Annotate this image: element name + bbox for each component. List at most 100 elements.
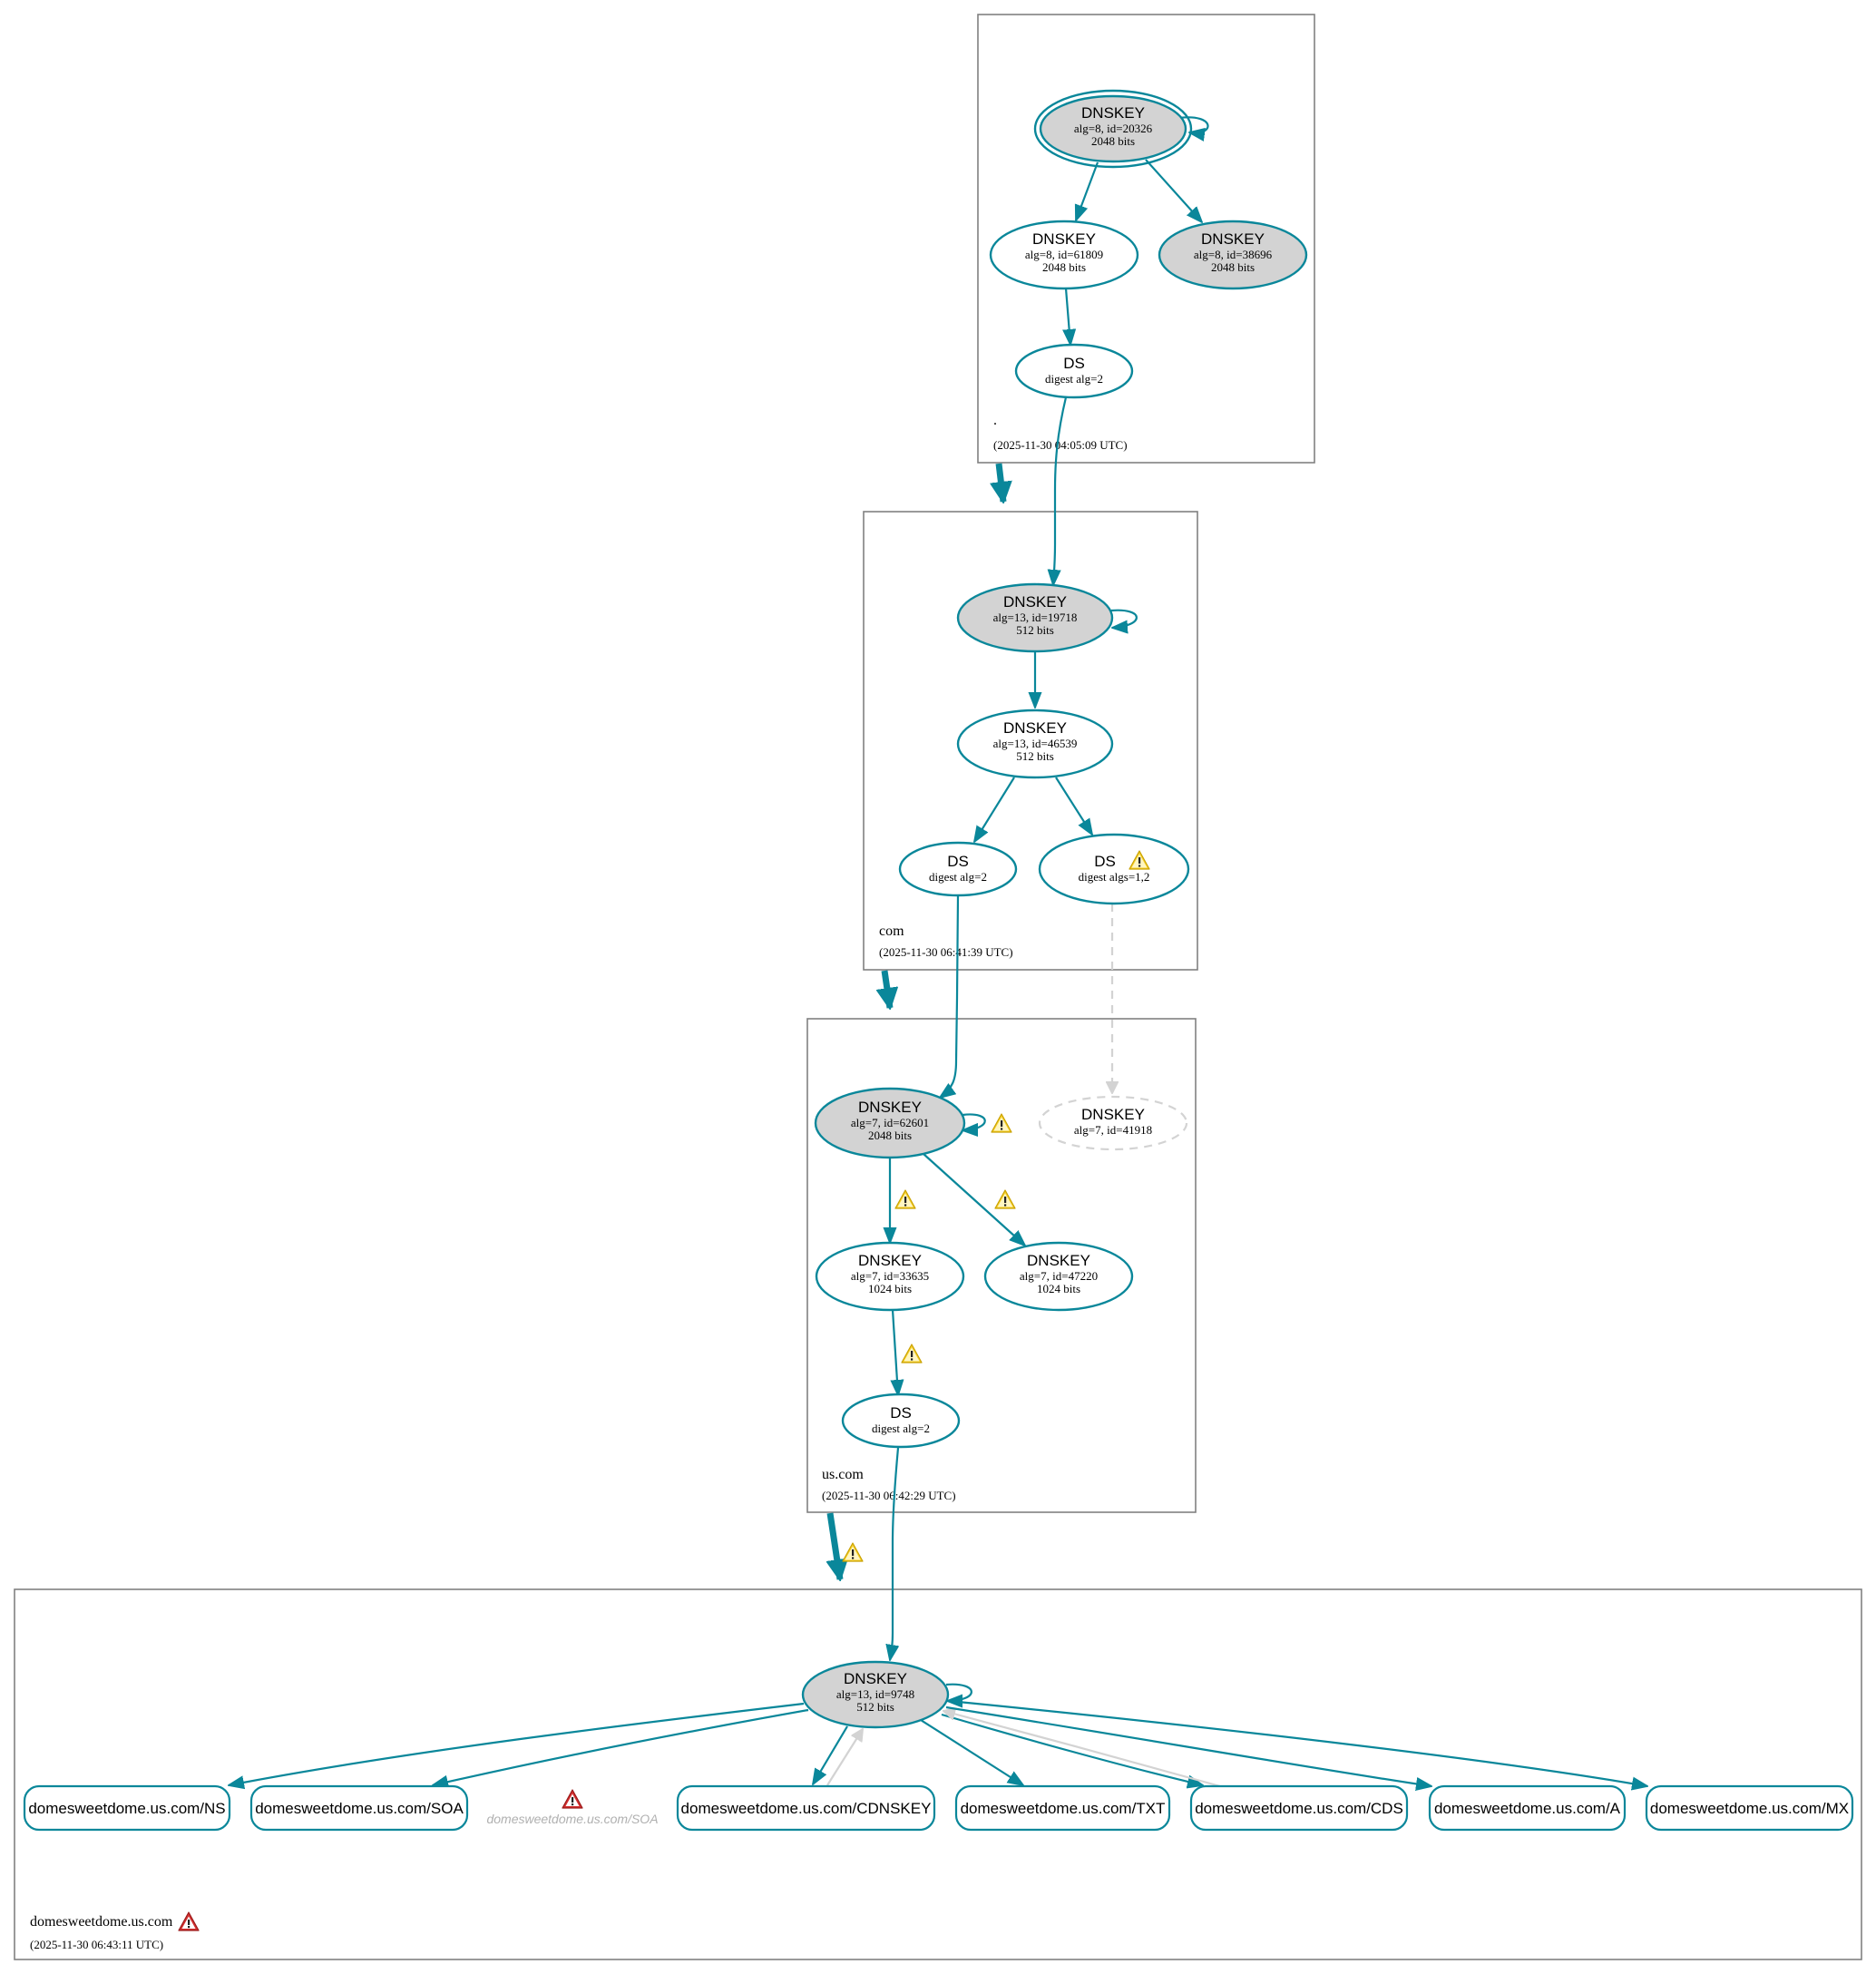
node-detail: alg=13, id=46539 [993,737,1078,750]
rrset-box [1645,1784,1854,1832]
edge-9748-mx[interactable] [948,1699,1647,1786]
edge-46539-ds1[interactable] [974,777,1015,842]
zone-name: us.com [822,1467,864,1482]
edge-self-sign-62601[interactable] [962,1113,986,1130]
rrset-label: domesweetdome.us.com/TXT [961,1800,1166,1817]
node-shape [983,1241,1134,1312]
node-title: DS [1063,355,1085,372]
node-shape [801,1660,950,1729]
rrset-box [1428,1784,1627,1832]
node-shape [1038,1095,1188,1151]
rrset-label: domesweetdome.us.com/MX [1650,1800,1849,1817]
edge-self-sign-9748[interactable] [945,1683,972,1701]
ghost-rrset-soa[interactable]: domesweetdome.us.com/SOA [486,1789,659,1826]
edge-9748-cds[interactable] [941,1713,1203,1785]
edge-62601-47220[interactable] [923,1153,1025,1246]
node-key-size: 512 bits [1016,749,1054,763]
trust-anchor-ring [1033,89,1193,169]
rrset-label: domesweetdome.us.com/CDS [1195,1800,1403,1817]
edge-20326-61809[interactable] [1076,161,1099,220]
node-detail: digest alg=2 [929,870,987,884]
rrset-node[interactable]: domesweetdome.us.com/CDNSKEY [676,1784,936,1832]
node-title: DS [1094,853,1116,870]
node-detail: alg=7, id=62601 [851,1116,929,1129]
delegation-root-com[interactable] [999,463,1003,502]
node-shape [814,1087,966,1159]
node-shape [815,1241,965,1312]
edge-33635-ds[interactable] [893,1309,898,1395]
rrset-node[interactable]: domesweetdome.us.com/A [1428,1784,1627,1832]
edge-com-ds-62601[interactable] [940,894,960,1098]
node-shape [1158,220,1308,290]
edge-cds-9748-match[interactable] [943,1711,1221,1788]
rrset-node[interactable]: domesweetdome.us.com/MX [1645,1784,1854,1832]
node-title: DNSKEY [1201,230,1265,248]
zone-name: domesweetdome.us.com [30,1914,173,1930]
node-title: DNSKEY [1081,1106,1145,1123]
edges [229,116,1647,1788]
node-detail: alg=8, id=61809 [1025,248,1103,261]
node-title: DNSKEY [844,1670,907,1687]
warning-icon[interactable] [842,1542,864,1562]
edge-46539-ds2[interactable] [1055,777,1092,835]
edge-61809-ds[interactable] [1066,288,1070,345]
edge-self-sign-19718[interactable] [1111,609,1138,628]
edge-9748-soa[interactable] [433,1708,809,1785]
ghost-rrset-label: domesweetdome.us.com/SOA [486,1812,658,1826]
edge-9748-ns[interactable] [229,1702,805,1785]
edge-root-ds-19718[interactable] [1053,396,1068,585]
rrset-label: domesweetdome.us.com/CDNSKEY [681,1800,932,1817]
node-title: DNSKEY [1027,1252,1090,1269]
node-detail: digest alg=2 [872,1422,930,1435]
rrset-box [249,1784,469,1832]
edge-self-sign-20326[interactable] [1178,116,1209,132]
delegation-uscom-domesweetdome[interactable] [830,1512,840,1579]
zone-timestamp: (2025-11-30 06:43:11 UTC) [30,1938,163,1951]
node-key-size: 2048 bits [868,1129,912,1142]
node-detail: alg=7, id=33635 [851,1269,929,1283]
node-title: DS [890,1404,912,1422]
node-shape [989,220,1139,290]
rrset-node[interactable]: domesweetdome.us.com/CDS [1189,1784,1409,1832]
edge-9748-txt[interactable] [920,1719,1023,1785]
node-shape [956,708,1114,779]
rrset-label: domesweetdome.us.com/A [1434,1800,1621,1817]
edge-us-ds-9748[interactable] [890,1447,898,1660]
edge-cdnskey-9748-match[interactable] [826,1729,863,1786]
node-key-size: 2048 bits [1042,260,1086,274]
node-detail: alg=7, id=47220 [1020,1269,1098,1283]
node-shape [898,841,1018,897]
edge-9748-cdnskey[interactable] [813,1725,848,1784]
edge-20326-38696[interactable] [1145,159,1202,222]
rrset-node[interactable]: domesweetdome.us.com/TXT [954,1784,1171,1832]
delegation-com-uscom[interactable] [884,970,890,1008]
rrset-label: domesweetdome.us.com/NS [28,1800,225,1817]
node-detail: alg=8, id=20326 [1074,122,1153,135]
rrset-node[interactable]: domesweetdome.us.com/NS [23,1784,231,1832]
zone-timestamp: (2025-11-30 06:41:39 UTC) [879,945,1013,959]
edge-9748-a[interactable] [945,1705,1431,1786]
node-title: DNSKEY [1081,104,1145,122]
node-shape [841,1393,961,1449]
node-detail: alg=8, id=38696 [1194,248,1273,261]
node-key-size: 2048 bits [1211,260,1255,274]
rrset-node[interactable]: domesweetdome.us.com/SOA [249,1784,469,1832]
zone-name: com [879,923,904,939]
node-title: DNSKEY [858,1252,922,1269]
